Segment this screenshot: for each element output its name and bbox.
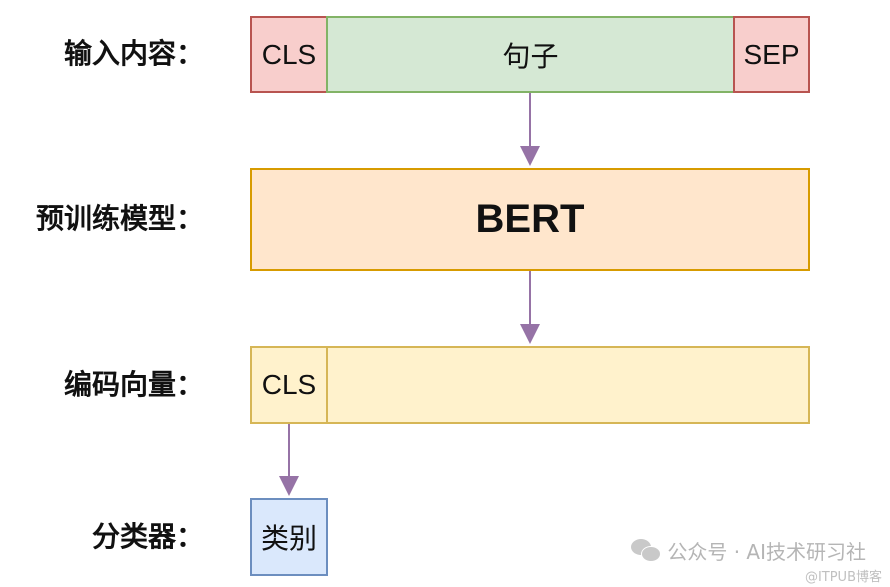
arrow-model-to-encoding-head	[520, 324, 540, 344]
input-sep-text: SEP	[743, 38, 800, 70]
encoding-vector-rest	[326, 346, 810, 424]
watermark: 公众号 · AI技术研习社	[631, 536, 866, 565]
source-watermark: @ITPUB博客	[804, 570, 882, 585]
arrow-encoding-to-classifier-head	[279, 476, 299, 496]
bert-model-text: BERT	[475, 197, 585, 241]
input-sentence-text: 句子	[502, 39, 559, 73]
classifier-text: 类别	[260, 522, 317, 555]
watermark-text: 公众号 · AI技术研习社	[667, 540, 866, 564]
input-sep-token: SEP	[733, 16, 810, 93]
input-cls-text: CLS	[261, 38, 317, 70]
classifier-row-label: 分类器：	[91, 520, 204, 553]
encoding-cls-text: CLS	[261, 369, 317, 400]
input-row-label: 输入内容：	[63, 37, 204, 70]
classifier-block: 类别	[250, 498, 328, 576]
wechat-icon	[631, 538, 662, 563]
encoding-row-label: 编码向量：	[63, 368, 204, 401]
bert-model-block: BERT	[250, 168, 810, 271]
arrow-input-to-model-head	[520, 146, 540, 166]
model-row-label: 预训练模型：	[35, 202, 204, 235]
input-cls-token: CLS	[250, 16, 328, 93]
